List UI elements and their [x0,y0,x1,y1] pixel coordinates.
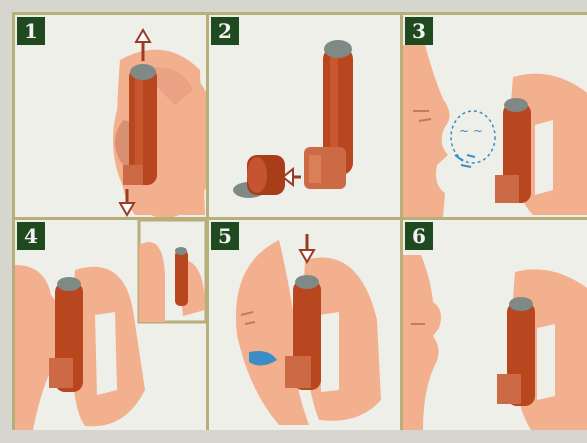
step-4-badge: 4 [17,222,45,250]
step-3-illustration: ~ ~ [403,15,587,217]
step-6-illustration [403,220,587,430]
step-3-panel: 3 ~ ~ [403,15,587,220]
step-1-badge: 1 [17,17,45,45]
steps-grid: 1 [12,12,587,430]
step-5-badge: 5 [211,222,239,250]
step-2-panel: 2 [209,15,403,220]
inhaler-icon [497,297,535,406]
inhaler-icon [495,98,531,203]
arrow-icon [283,169,301,185]
step-2-badge: 2 [211,17,239,45]
face-icon [403,45,450,217]
step-4-panel: 4 [15,220,209,430]
step-6-badge: 6 [405,222,433,250]
step-5-illustration [209,220,400,430]
step-1-illustration [15,15,206,217]
cap-icon [233,155,285,198]
step-3-badge: 3 [405,17,433,45]
step-1-panel: 1 [15,15,209,220]
spray-icon: ~ ~ [451,111,495,167]
step-2-illustration [209,15,400,217]
inhaler-icon [304,40,353,189]
step-5-panel: 5 [209,220,403,430]
face-icon [403,255,441,430]
step-4-illustration [15,220,206,430]
step-6-panel: 6 [403,220,587,430]
svg-text:~ ~: ~ ~ [459,124,483,138]
arrow-icon [300,234,314,262]
